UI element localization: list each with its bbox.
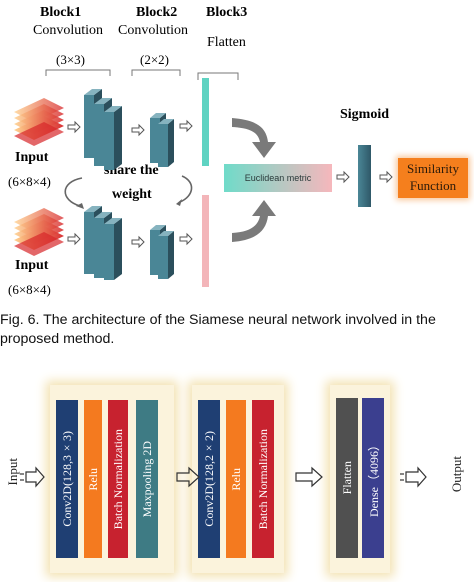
maxpooling-layer: Maxpooling 2D <box>136 400 158 558</box>
block1-cubes-bottom <box>84 206 122 280</box>
dense-layer: Dense（4096） <box>362 398 384 558</box>
bracket-block1 <box>45 69 111 76</box>
input-heatmap-bottom <box>14 208 64 256</box>
input-heatmap-top <box>14 98 64 146</box>
batch-norm-layer-1: Batch Normalization <box>108 400 128 558</box>
block1-subtitle: Convolution <box>33 23 104 38</box>
top-diagram-graphics <box>14 69 393 280</box>
merge-arrow-top <box>232 118 276 158</box>
block2-cubes-bottom <box>150 225 174 279</box>
relu-layer-1: Relu <box>84 400 102 558</box>
block3-title: Block3 <box>206 5 248 20</box>
flatten-bar-top <box>202 78 209 166</box>
input-top-label: Input <box>15 150 49 165</box>
block2-title: Block2 <box>136 5 178 20</box>
caption-line2: proposed method. <box>0 331 115 347</box>
sigmoid-label: Sigmoid <box>340 107 390 122</box>
block3-subtitle: Flatten <box>207 35 246 50</box>
caption-line1: Fig. 6. The architecture of the Siamese … <box>0 312 436 328</box>
similarity-function-box: Similarity Function <box>398 158 468 198</box>
flatten-layer: Flatten <box>336 398 358 558</box>
flow-arrows <box>67 119 393 249</box>
share-weight-arrows <box>64 175 193 209</box>
block2-kernel: (2×2) <box>140 52 169 67</box>
similarity-line1: Similarity <box>407 161 459 176</box>
layer-arrows <box>20 466 427 488</box>
arrow-block1-to-block2 <box>176 466 200 488</box>
block1-kernel: (3×3) <box>56 52 85 67</box>
block1-title: Block1 <box>40 5 82 20</box>
input-bottom-label: Input <box>15 258 49 273</box>
input-top-shape: (6×8×4) <box>8 174 51 189</box>
input-arrow-icon <box>20 466 45 488</box>
block-brackets <box>45 69 239 80</box>
batch-norm-layer-2: Batch Normalization <box>252 400 274 558</box>
bracket-block2 <box>131 69 181 76</box>
conv2d-3x3-layer: Conv2D(128,3×3) <box>56 400 78 558</box>
share-weight-line2: weight <box>112 187 152 202</box>
relu-layer-2: Relu <box>226 400 246 558</box>
block2-subtitle: Convolution <box>118 23 189 38</box>
similarity-line2: Function <box>409 178 457 193</box>
sigmoid-column <box>358 145 371 207</box>
arrow-block2-to-block3 <box>295 466 323 488</box>
bracket-block3 <box>197 72 239 80</box>
input-bottom-shape: (6×8×4) <box>8 282 51 297</box>
flatten-bar-bottom <box>202 195 209 287</box>
block2-cubes-top <box>150 113 174 167</box>
output-arrow-icon <box>400 466 427 488</box>
conv2d-2x2-layer: Conv2D(128,2×2) <box>198 400 220 558</box>
figure-caption: Fig. 6. The architecture of the Siamese … <box>0 311 474 349</box>
euclidean-metric-bar: Euclidean metric <box>224 164 332 192</box>
block1-cubes-top <box>84 89 122 170</box>
merge-arrow-bottom <box>232 200 276 242</box>
